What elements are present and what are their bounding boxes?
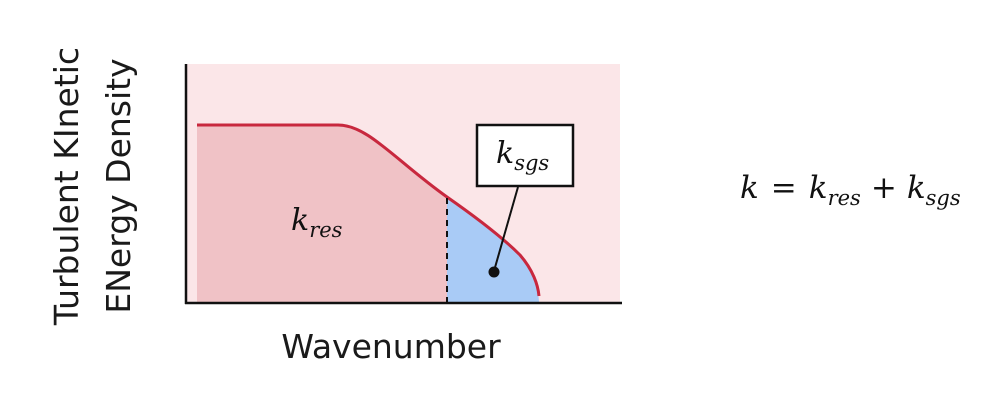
subgrid-callout-label: ksgs <box>496 136 549 175</box>
resolved-symbol: k <box>291 203 309 238</box>
y-axis-label-line1: Turbulent KInetic <box>47 47 86 326</box>
equation-lhs: k <box>740 170 759 206</box>
resolved-region-label: kres <box>291 203 343 242</box>
resolved-region <box>197 125 447 302</box>
subgrid-pointer-dot <box>488 266 500 278</box>
x-axis-label: Wavenumber <box>281 327 501 366</box>
subgrid-region <box>447 197 539 302</box>
equation-term2-symbol: k <box>907 170 926 206</box>
subgrid-symbol: k <box>496 136 514 171</box>
resolved-subscript: res <box>309 218 342 242</box>
y-axis-label-line2: ENergy Density <box>99 58 138 313</box>
equation-term1-subscript: res <box>828 186 861 210</box>
equation-equals: = <box>771 170 797 206</box>
y-axis-label: Turbulent KInetic ENergy Density <box>47 47 138 326</box>
subgrid-subscript: sgs <box>514 151 549 175</box>
spectrum-curve <box>197 123 541 297</box>
subgrid-callout-box <box>475 123 575 188</box>
equation-term1-symbol: k <box>809 170 828 206</box>
equation-term2-subscript: sgs <box>926 186 961 210</box>
energy-sum-equation: k=kres+ksgs <box>740 170 961 210</box>
subgrid-pointer-line <box>493 186 519 272</box>
equation-plus: + <box>871 170 897 206</box>
